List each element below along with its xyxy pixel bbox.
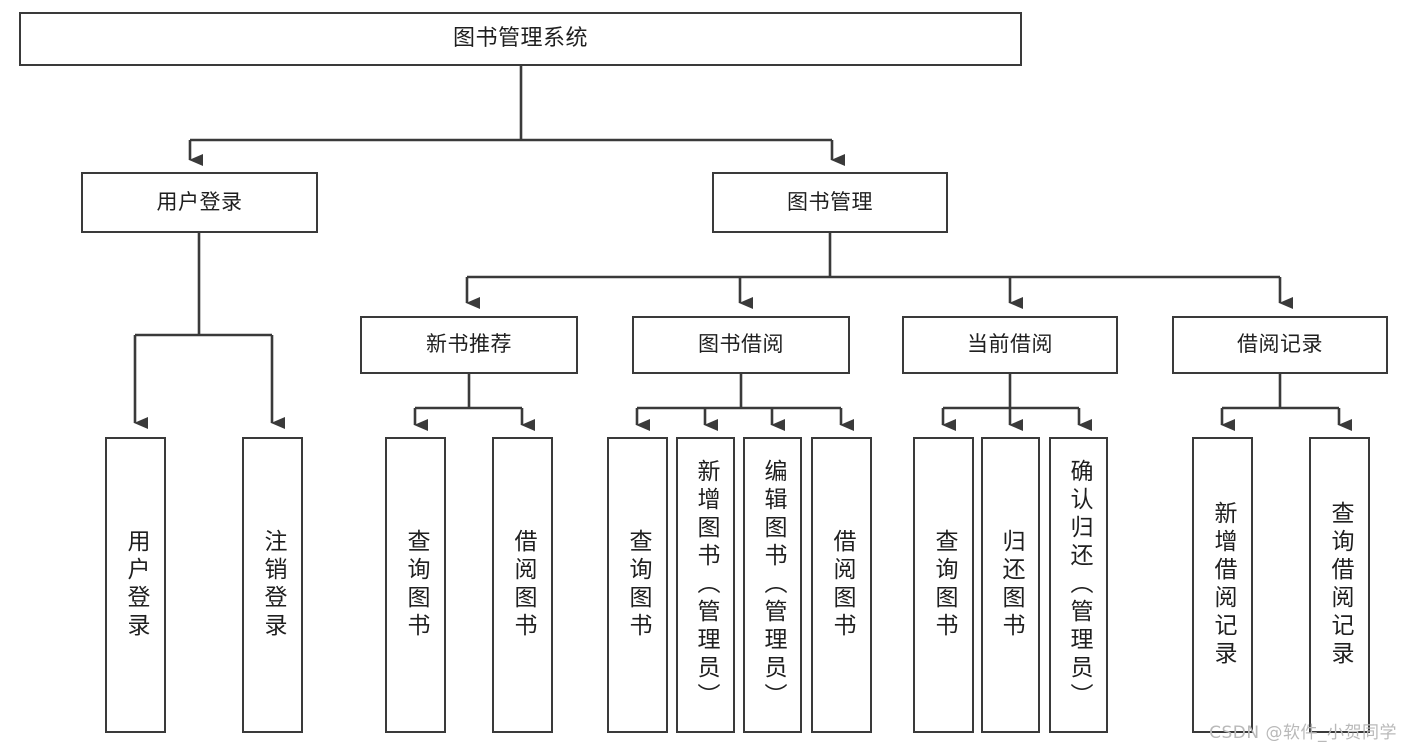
node-label: 确认归还（管理员）	[1066, 459, 1092, 711]
node-label: 借阅图书	[829, 529, 855, 641]
node-label: 用户登录	[123, 529, 149, 641]
leaf-book-borrow-edit-book-admin[interactable]: 编辑图书（管理员）	[743, 437, 802, 733]
node-book-management[interactable]: 图书管理	[712, 172, 948, 233]
node-label: 用户登录	[156, 189, 243, 214]
node-label: 图书管理系统	[452, 25, 588, 51]
node-label: 借阅记录	[1237, 332, 1323, 357]
node-label: 新书推荐	[426, 332, 512, 357]
node-borrow-record[interactable]: 借阅记录	[1172, 316, 1388, 374]
leaf-new-book-borrow-book[interactable]: 借阅图书	[492, 437, 553, 733]
leaf-user-login-logout[interactable]: 注销登录	[242, 437, 303, 733]
leaf-borrow-record-query-record[interactable]: 查询借阅记录	[1309, 437, 1370, 733]
csdn-watermark: CSDN @软件_小贺同学	[1209, 723, 1397, 743]
leaf-current-borrow-return-book[interactable]: 归还图书	[981, 437, 1040, 733]
leaf-book-borrow-query-book[interactable]: 查询图书	[607, 437, 668, 733]
node-label: 当前借阅	[967, 332, 1053, 357]
node-label: 查询图书	[931, 529, 957, 641]
node-current-borrow[interactable]: 当前借阅	[902, 316, 1118, 374]
node-label: 编辑图书（管理员）	[760, 459, 786, 711]
node-label: 查询图书	[625, 529, 651, 641]
node-label: 图书管理	[787, 189, 873, 214]
node-label: 新增图书（管理员）	[693, 459, 719, 711]
node-user-login[interactable]: 用户登录	[81, 172, 318, 233]
node-label: 借阅图书	[510, 529, 536, 641]
leaf-borrow-record-add-record[interactable]: 新增借阅记录	[1192, 437, 1253, 733]
leaf-user-login-login[interactable]: 用户登录	[105, 437, 166, 733]
leaf-current-borrow-query-book[interactable]: 查询图书	[913, 437, 974, 733]
node-new-book-recommend[interactable]: 新书推荐	[360, 316, 578, 374]
node-label: 图书借阅	[698, 332, 784, 357]
node-label: 注销登录	[260, 529, 286, 641]
leaf-book-borrow-borrow-book[interactable]: 借阅图书	[811, 437, 872, 733]
node-root-system[interactable]: 图书管理系统	[19, 12, 1022, 66]
leaf-book-borrow-add-book-admin[interactable]: 新增图书（管理员）	[676, 437, 735, 733]
leaf-new-book-query-book[interactable]: 查询图书	[385, 437, 446, 733]
node-label: 查询图书	[403, 529, 429, 641]
leaf-current-borrow-confirm-return-admin[interactable]: 确认归还（管理员）	[1049, 437, 1108, 733]
node-label: 归还图书	[998, 529, 1024, 641]
node-label: 查询借阅记录	[1327, 501, 1353, 669]
node-label: 新增借阅记录	[1210, 501, 1236, 669]
node-book-borrow[interactable]: 图书借阅	[632, 316, 850, 374]
